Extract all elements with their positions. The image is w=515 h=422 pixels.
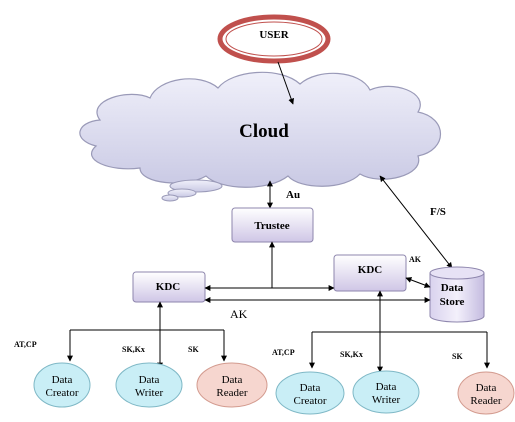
right-data-creator: Data Creator [275,371,345,415]
data-store-node: Data Store [429,266,485,323]
right-data-creator-line2: Creator [294,395,327,407]
trustee-label: Trustee [254,220,289,232]
right-data-writer: Data Writer [352,370,420,414]
right-sk-kx-label: SK,Kx [340,350,363,359]
left-sk-kx-label: SK,Kx [122,345,145,354]
trustee-node: Trustee [231,207,314,243]
au-label: Au [286,189,300,201]
right-at-cp-label: AT,CP [272,348,295,357]
cloud-label: Cloud [239,121,289,142]
left-data-writer-line1: Data [139,374,160,386]
data-store-label-line1: Data [441,282,464,294]
user-label: USER [259,29,289,41]
left-data-creator-line2: Creator [46,387,79,399]
kdc-right-node: KDC [333,254,407,292]
kdc-right-label: KDC [358,264,383,276]
right-data-reader-line2: Reader [470,395,501,407]
data-store-label-line2: Store [440,296,465,308]
kdc-left-label: KDC [156,281,181,293]
left-data-reader-line1: Data [222,374,243,386]
left-data-creator: Data Creator [33,362,91,408]
left-at-cp-label: AT,CP [14,340,37,349]
left-data-writer: Data Writer [115,362,183,408]
left-data-reader: Data Reader [196,362,268,408]
left-data-reader-line2: Reader [216,387,247,399]
cloud-store-arrow [379,175,453,269]
ak-store-label: AK [409,255,422,264]
cloud-node: Cloud [79,71,442,202]
kdc-store-arrow [405,277,431,288]
right-data-reader-line1: Data [476,382,497,394]
right-data-writer-line1: Data [376,381,397,393]
ak-bottom-label: AK [230,307,248,321]
kdc-left-node: KDC [132,271,206,303]
left-data-creator-line1: Data [52,374,73,386]
user-node: USER [217,14,331,64]
right-data-writer-line2: Writer [372,394,401,406]
right-group-links [309,290,490,373]
left-data-writer-line2: Writer [135,387,164,399]
right-data-reader: Data Reader [457,371,515,415]
right-sk-label: SK [452,352,463,361]
right-data-creator-line1: Data [300,382,321,394]
left-group-links [67,301,227,369]
fs-label: F/S [430,206,446,218]
left-sk-label: SK [188,345,199,354]
user-to-cloud-arrow [277,61,295,105]
